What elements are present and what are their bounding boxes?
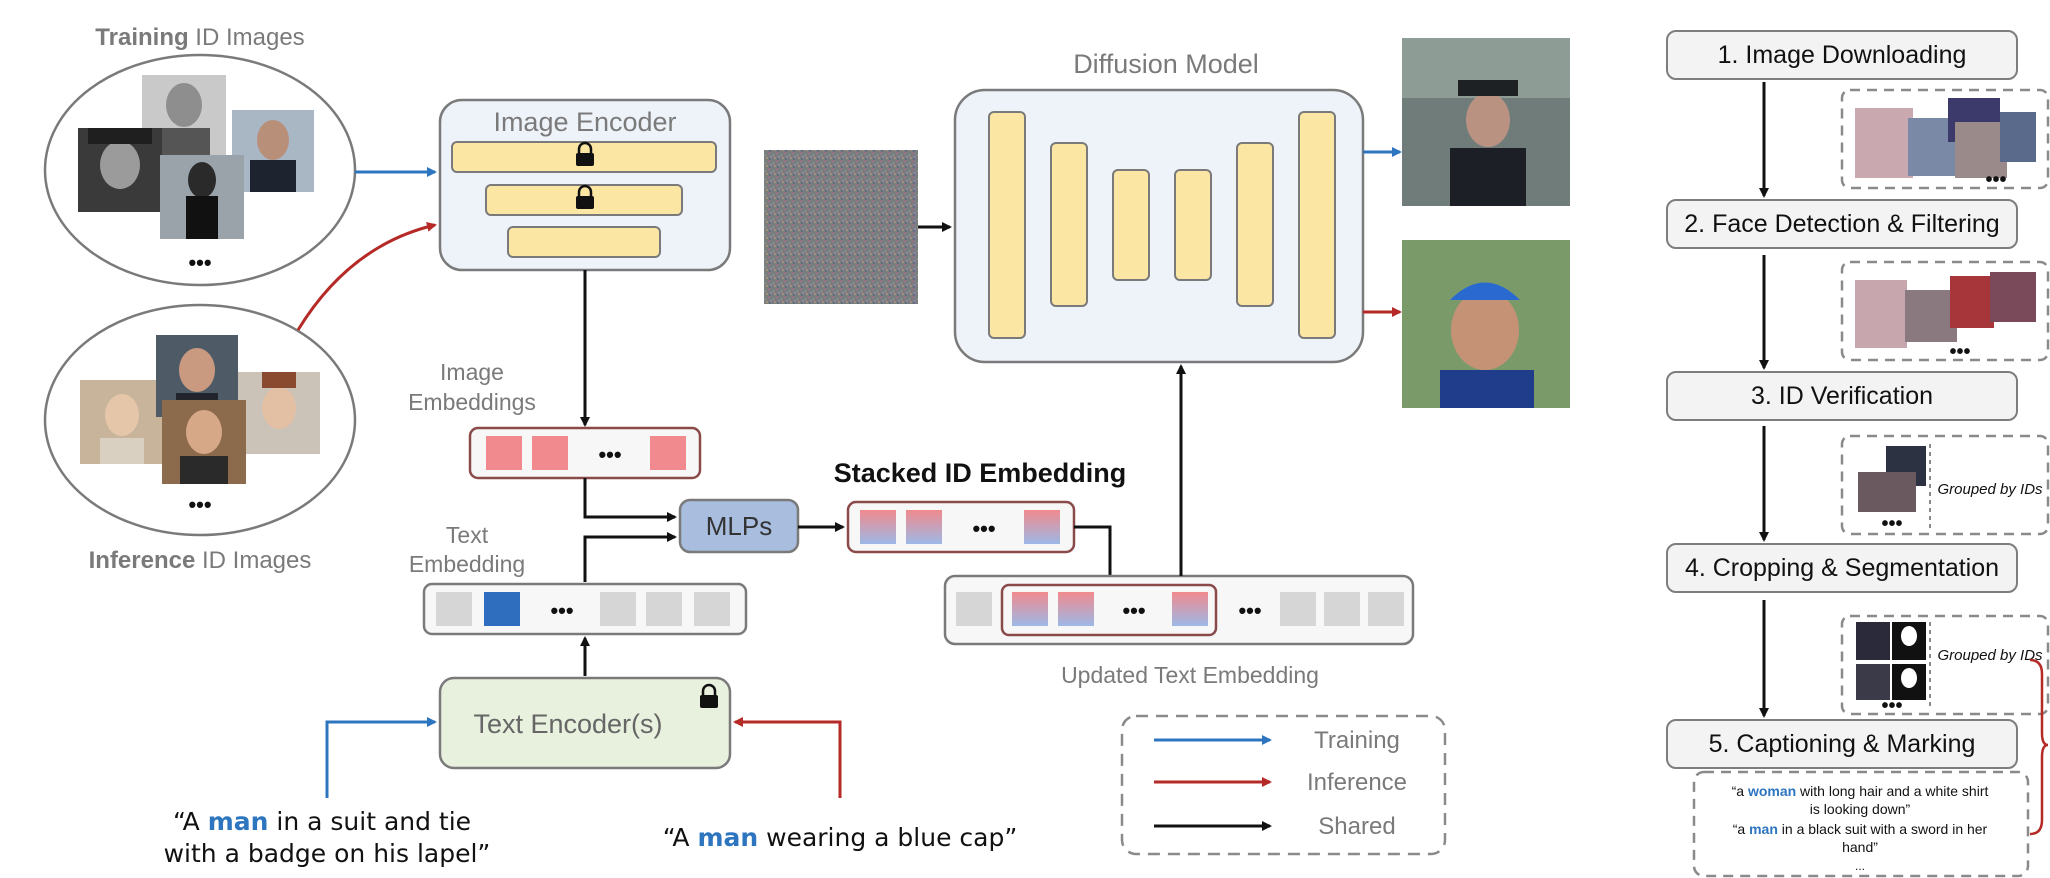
updated-stacked-token — [1172, 592, 1208, 626]
text-token — [436, 592, 472, 626]
updated-text-embedding-label: Updated Text Embedding — [1061, 662, 1319, 688]
mlps-label: MLPs — [706, 511, 772, 541]
pipeline-step-1: 1. Image Downloading — [1666, 30, 2018, 80]
inference-prompt-arrow — [733, 717, 842, 798]
caption-2-line2: hand” — [1842, 839, 1878, 855]
download-ellipsis: ••• — [1985, 169, 2006, 191]
updated-token — [1280, 592, 1316, 626]
training-prompt-line1: “A man in a suit and tie — [173, 807, 471, 836]
unet-block — [1236, 142, 1274, 307]
updated-stacked-token — [1058, 592, 1094, 626]
stacked-id-embedding-label: Stacked ID Embedding — [834, 458, 1127, 488]
diffusion-model-label: Diffusion Model — [1073, 49, 1259, 79]
text-embedding-label-2: Embedding — [409, 551, 525, 577]
updated-ellipsis: ••• — [1238, 598, 1261, 623]
caption-1-line2: is looking down” — [1810, 801, 1911, 817]
updated-token — [1368, 592, 1404, 626]
captions-box — [1692, 770, 2030, 878]
stacked-token — [860, 510, 896, 544]
encoder-layer-3 — [507, 226, 661, 258]
inference-arrow-to-encoder — [296, 221, 437, 331]
detection-ellipsis: ••• — [1949, 341, 1970, 363]
text-embedding-label: Text — [446, 522, 489, 548]
group-brace — [2029, 658, 2049, 836]
pipeline-step-4: 4. Cropping & Segmentation — [1666, 543, 2018, 593]
updated-stacked-token — [1012, 592, 1048, 626]
text-token — [600, 592, 636, 626]
verification-grouped-label: Grouped by IDs — [1937, 481, 2043, 498]
text-encoder-label: Text Encoder(s) — [473, 709, 662, 739]
verification-ellipsis: ••• — [1881, 513, 1902, 535]
updated-stacked-group — [1000, 583, 1218, 637]
unet-block — [1112, 169, 1150, 281]
text-embedding-to-mlp-arrow — [583, 532, 677, 582]
unet-block — [1050, 142, 1088, 307]
image-embedding-token — [650, 436, 686, 470]
caption-more: ... — [1855, 859, 1865, 873]
inference-ellipsis: ••• — [188, 492, 211, 517]
training-id-images-label: Training ID Images — [95, 24, 304, 51]
updated-stacked-ellipsis: ••• — [1122, 598, 1145, 623]
legend-training-label: Training — [1314, 727, 1400, 754]
legend-shared-label: Shared — [1318, 813, 1395, 840]
inference-images-ellipse — [43, 303, 357, 537]
legend-box — [1120, 714, 1447, 856]
lock-icon — [700, 683, 718, 708]
pipeline-step-2: 2. Face Detection & Filtering — [1666, 199, 2018, 249]
embeddings-to-mlp-arrow — [583, 478, 677, 522]
updated-token — [1324, 592, 1360, 626]
text-embedding-ellipsis: ••• — [550, 598, 573, 623]
lock-icon — [576, 184, 594, 209]
caption-1: “a woman with long hair and a white shir… — [1732, 783, 1989, 799]
stacked-to-updated-arrow — [1074, 525, 1115, 585]
image-embedding-token — [486, 436, 522, 470]
image-embeddings-label-2: Embeddings — [408, 389, 536, 415]
segmentation-ellipsis: ••• — [1881, 695, 1902, 717]
pipeline-step-3: 3. ID Verification — [1666, 371, 2018, 421]
image-embedding-token — [532, 436, 568, 470]
training-prompt-arrow — [325, 717, 437, 798]
unet-block — [1298, 111, 1336, 339]
unet-block — [988, 111, 1026, 339]
legend-inference-label: Inference — [1307, 769, 1407, 796]
stacked-ellipsis: ••• — [972, 516, 995, 541]
image-encoder-label: Image Encoder — [493, 107, 676, 137]
caption-2: “a man in a black suit with a sword in h… — [1733, 821, 1988, 837]
text-token-highlight — [484, 592, 520, 626]
stacked-token — [906, 510, 942, 544]
text-encoder-box — [438, 676, 732, 770]
image-embeddings-label: Image — [440, 359, 504, 385]
training-images-ellipse — [43, 53, 357, 287]
unet-block — [1174, 169, 1212, 281]
lock-icon — [576, 141, 594, 166]
text-token — [694, 592, 730, 626]
updated-token — [956, 592, 992, 626]
noise-image — [764, 150, 918, 304]
inference-prompt: “A man wearing a blue cap” — [663, 823, 1018, 852]
training-prompt-line2: with a badge on his lapel” — [164, 839, 491, 868]
inference-id-images-label: Inference ID Images — [89, 547, 312, 574]
training-ellipsis: ••• — [188, 250, 211, 275]
stacked-token — [1024, 510, 1060, 544]
text-token — [646, 592, 682, 626]
image-embeddings-ellipsis: ••• — [598, 442, 621, 467]
pipeline-step-5: 5. Captioning & Marking — [1666, 719, 2018, 769]
segmentation-grouped-label: Grouped by IDs — [1937, 647, 2043, 664]
